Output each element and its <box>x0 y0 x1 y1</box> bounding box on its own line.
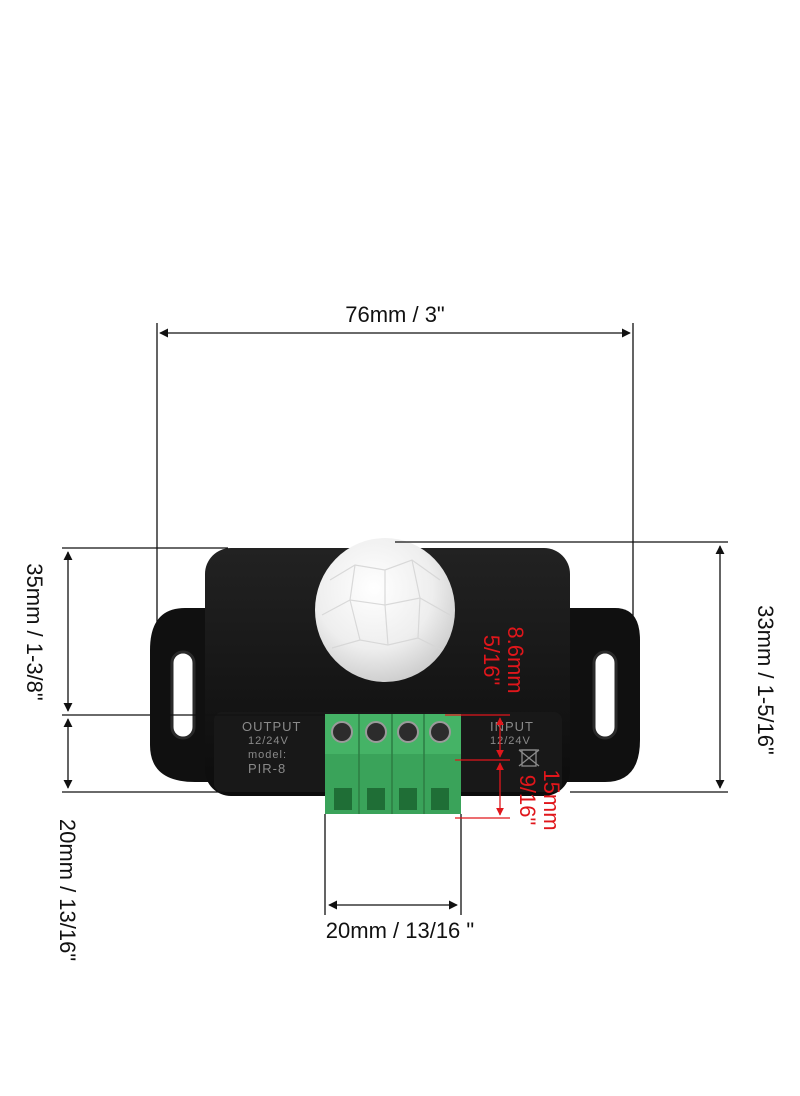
screw-2-icon <box>365 721 387 743</box>
model-value: PIR-8 <box>248 761 286 776</box>
recycle-bin-icon <box>518 749 540 767</box>
inner-bottom-mm-label: 15mm <box>539 769 564 830</box>
inner-top-mm-label: 8.6mm <box>503 626 528 693</box>
panel-labels: OUTPUT 12/24V model: PIR-8 INPUT 12/24V <box>242 719 540 776</box>
terminal-block <box>325 714 461 814</box>
width-top-label: 76mm / 3" <box>345 302 445 327</box>
red-dimension-lines <box>445 714 510 819</box>
height-left-label: 35mm / 1-3/8" <box>22 563 47 700</box>
model-label: model: <box>248 749 287 761</box>
screw-1-icon <box>331 721 353 743</box>
mounting-slot-left <box>170 650 196 740</box>
screw-3-icon <box>397 721 419 743</box>
inner-bottom-in-label: 9/16" <box>515 775 540 826</box>
input-label: INPUT <box>490 719 534 734</box>
height-right-label: 33mm / 1-5/16" <box>753 605 778 755</box>
output-label: OUTPUT <box>242 719 301 734</box>
output-voltage: 12/24V <box>248 735 289 747</box>
dimension-lines <box>62 323 728 915</box>
mounting-slot-right <box>592 650 618 740</box>
terminal-screws <box>331 721 451 743</box>
screw-4-icon <box>429 721 451 743</box>
inner-top-in-label: 5/16" <box>479 635 504 686</box>
input-voltage: 12/24V <box>490 735 531 747</box>
pir-sensor-dome <box>315 538 455 682</box>
terminal-width-label: 20mm / 13/16 " <box>326 918 474 943</box>
terminal-height-label: 20mm / 13/16" <box>55 819 80 961</box>
